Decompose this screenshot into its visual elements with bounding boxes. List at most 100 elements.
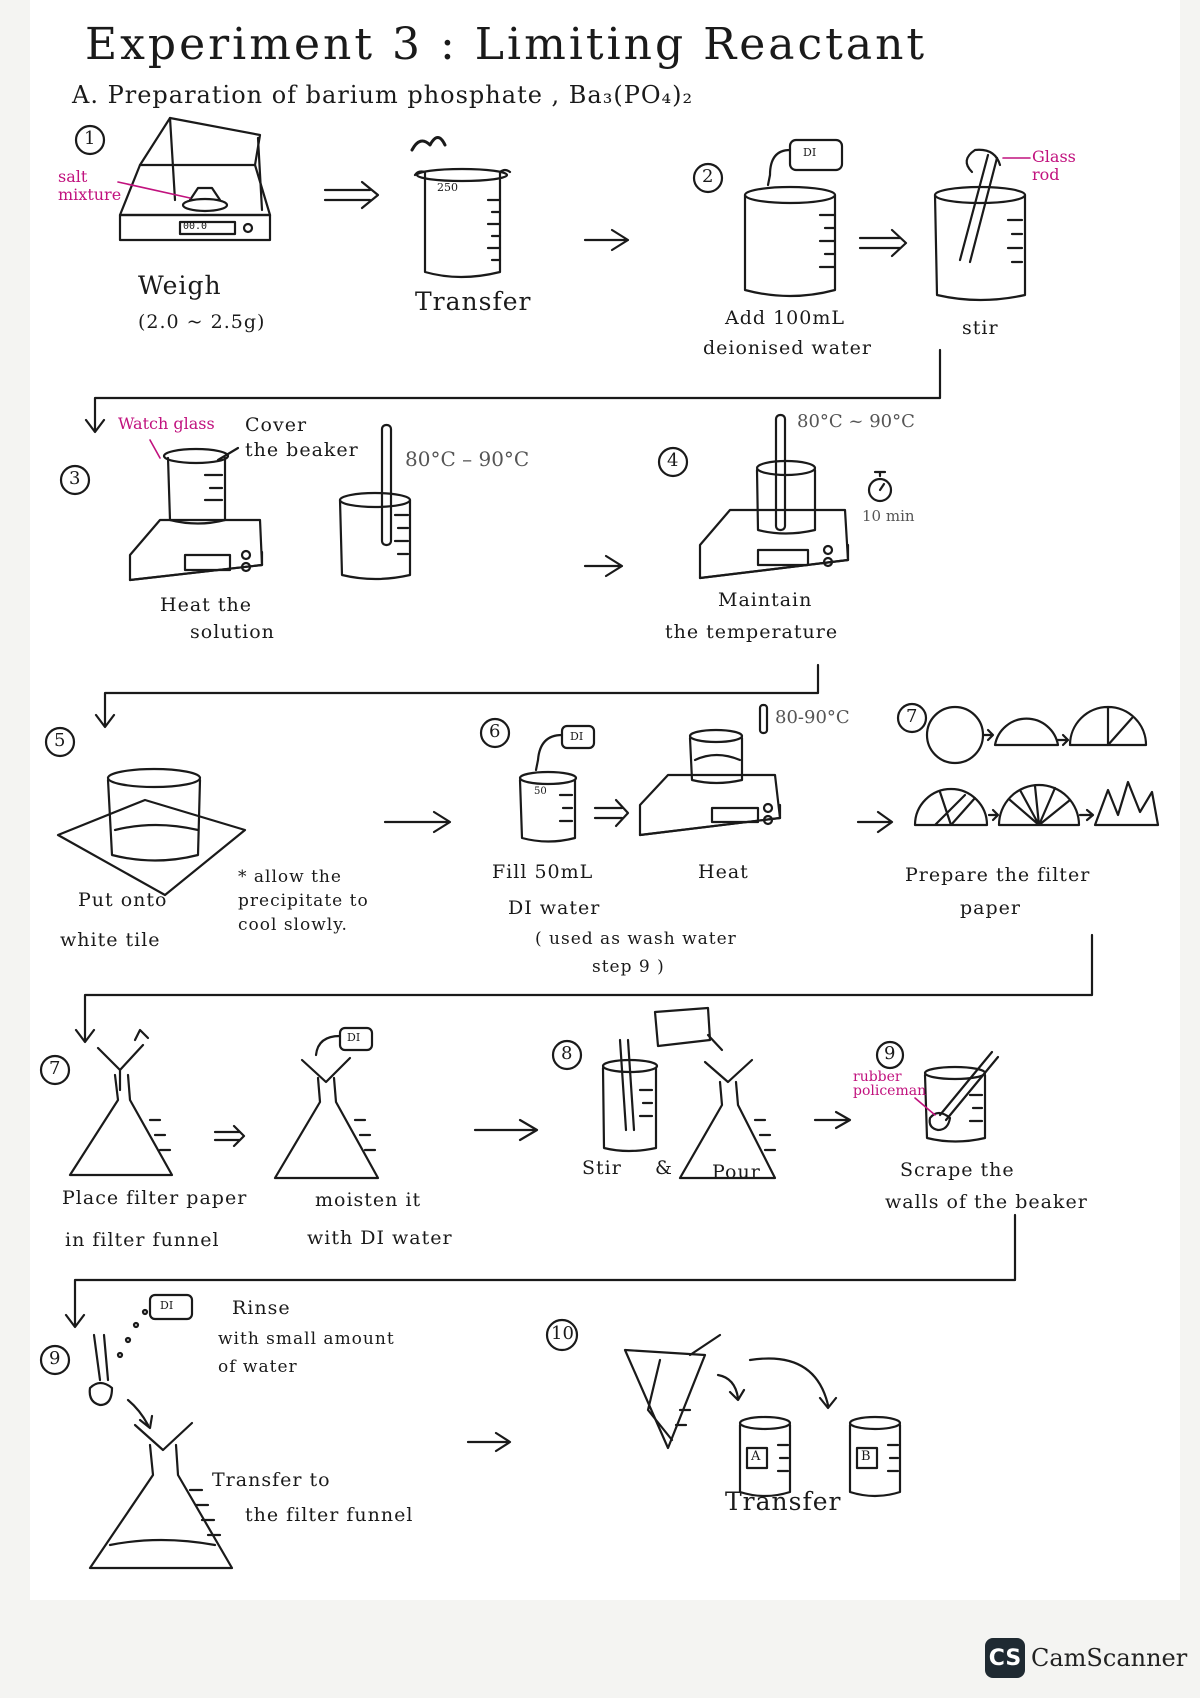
- arrow-icon: [213, 1124, 246, 1148]
- stir-pour-ampersand: &: [655, 1157, 673, 1179]
- cooling-note: precipitate to: [238, 891, 369, 911]
- weigh-label: Weigh: [138, 271, 222, 300]
- fill-label: Fill 50mL: [492, 861, 594, 883]
- scrape-detail: walls of the beaker: [885, 1191, 1088, 1213]
- transfer-funnel-detail: the filter funnel: [245, 1504, 414, 1526]
- wash-bottle-label: DI: [160, 1299, 174, 1312]
- hot-plate-icon: [638, 728, 782, 837]
- filter-paper-label: Prepare the filter: [905, 864, 1091, 886]
- step-7b-marker: [39, 1054, 71, 1086]
- step-4-marker: [657, 446, 689, 478]
- step-9b-marker: [39, 1344, 71, 1376]
- weigh-detail: (2.0 ~ 2.5g): [138, 311, 266, 333]
- transfer-final-label: Transfer: [725, 1487, 842, 1516]
- rinse-detail: with small amount: [218, 1329, 395, 1349]
- beaker-with-glass-rod-icon: [933, 148, 1027, 302]
- arrow-icon: [473, 1118, 539, 1142]
- arrow-icon: [323, 180, 380, 210]
- notebook-page: [30, 0, 1180, 1600]
- rubber-policeman-icon: [88, 1293, 194, 1407]
- arrow-icon: [593, 798, 630, 828]
- scrape-label: Scrape the: [900, 1159, 1015, 1181]
- cover-callout-line: [216, 446, 240, 462]
- arrow-icon: [466, 1431, 512, 1453]
- step-number: 10: [551, 1323, 574, 1344]
- step-number: 8: [561, 1043, 573, 1064]
- step-3-marker: [59, 464, 91, 496]
- fill-detail: DI water: [508, 897, 601, 919]
- pouring-beaker-icon: [653, 1006, 777, 1180]
- flask-with-funnel-icon: [68, 1028, 174, 1177]
- step-number: 9: [884, 1043, 896, 1064]
- flow-connector: [94, 663, 820, 729]
- bottle-a-label: A: [751, 1449, 761, 1464]
- arrow-icon: [856, 810, 894, 834]
- step-2-marker: [692, 162, 724, 194]
- thermometer-icon: [758, 703, 769, 735]
- heat-detail: solution: [190, 621, 275, 643]
- arrow-icon: [583, 554, 624, 578]
- cooling-note: cool slowly.: [238, 915, 348, 935]
- beaker-with-rubber-policeman-icon: [923, 1050, 1000, 1143]
- maintain-label: Maintain: [718, 589, 813, 611]
- transfer-funnel-label: Transfer to: [212, 1469, 331, 1491]
- camscanner-text: CamScanner: [1031, 1644, 1188, 1672]
- rinse-label: Rinse: [232, 1297, 291, 1319]
- wash-bottle-label: DI: [347, 1031, 361, 1044]
- rubber-policeman-callout-line: [914, 1097, 936, 1116]
- step-8-marker: [551, 1039, 583, 1071]
- stir-pour-label: Stir: [582, 1157, 622, 1179]
- step-number: 1: [84, 128, 96, 149]
- step-6-marker: [479, 717, 511, 749]
- step-5-marker: [44, 726, 76, 758]
- hot-plate-icon: [128, 447, 264, 582]
- put-onto-detail: white tile: [60, 929, 161, 951]
- heat-label: Heat the: [160, 594, 252, 616]
- section-heading: A. Preparation of barium phosphate , Ba₃…: [72, 81, 694, 109]
- flow-connector: [64, 1213, 1017, 1329]
- beaker-on-tile-icon: [56, 767, 247, 897]
- arrow-icon: [858, 228, 908, 258]
- small-beaker-with-wash-bottle-icon: [518, 724, 596, 843]
- step-1-marker: [74, 124, 106, 156]
- flow-connector: [84, 348, 942, 434]
- step-7-marker: [896, 702, 928, 734]
- arrow-icon: [583, 228, 630, 252]
- step-number: 2: [702, 166, 714, 187]
- transfer-label: Transfer: [415, 287, 532, 316]
- analytical-balance-icon: [118, 116, 272, 242]
- beaker-volume-mark: 250: [437, 181, 458, 194]
- add-water-detail: deionised water: [703, 337, 872, 359]
- step-number: 7: [49, 1058, 61, 1079]
- arrow-icon: [813, 1110, 852, 1130]
- filter-funnel-icon: [623, 1333, 722, 1450]
- flask-with-funnel-icon: [88, 1421, 234, 1570]
- stir-label: stir: [962, 317, 999, 339]
- flow-connector: [74, 933, 1094, 1044]
- step-number: 7: [906, 706, 918, 727]
- beaker-icon: [410, 136, 512, 279]
- beaker-with-thermometer-icon: [338, 423, 412, 581]
- arrow-icon: [716, 1373, 746, 1402]
- salt-mixture-callout: salt mixture: [58, 167, 122, 204]
- hot-plate-with-thermometer-icon: [698, 413, 850, 580]
- cover-callout-detail: the beaker: [245, 439, 359, 461]
- moisten-detail: with DI water: [307, 1227, 453, 1249]
- flask-with-wash-bottle-icon: [273, 1026, 380, 1180]
- cover-callout: Cover: [245, 414, 308, 436]
- wash-water-note: step 9 ): [592, 957, 665, 977]
- stir-pour-detail: Pour: [712, 1161, 761, 1183]
- sample-bottle-b-icon: [848, 1415, 902, 1498]
- stopwatch-icon: [867, 470, 893, 503]
- heat-2-temperature: 80-90°C: [775, 707, 850, 728]
- beaker-volume-mark: 50: [534, 786, 547, 797]
- maintain-temperature: 80°C ~ 90°C: [797, 411, 915, 432]
- place-filter-detail: in filter funnel: [65, 1229, 220, 1251]
- filter-paper-detail: paper: [960, 897, 1021, 919]
- heat-2-label: Heat: [698, 861, 749, 883]
- watch-glass-callout-line: [149, 439, 161, 459]
- beaker-with-wash-bottle-icon: [743, 138, 844, 298]
- heat-temperature: 80°C – 90°C: [405, 447, 530, 471]
- sample-bottle-a-icon: [738, 1415, 792, 1498]
